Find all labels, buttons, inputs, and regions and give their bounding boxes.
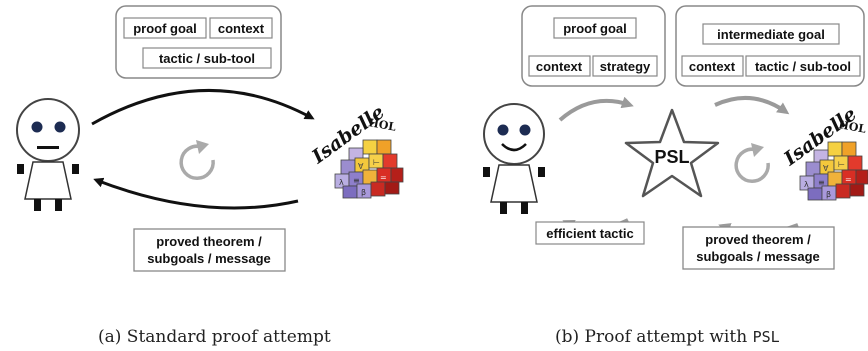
panel-b: proof goal context strategy intermediate… xyxy=(482,5,868,270)
caption-b-code: PSL xyxy=(752,328,780,346)
a-bottom-box xyxy=(133,228,286,272)
b-arrow-psl-to-isabelle xyxy=(714,95,790,115)
a-label-context: context xyxy=(218,21,265,36)
caption-a: (a) Standard proof attempt xyxy=(98,327,331,347)
b-label-context-right: context xyxy=(689,59,736,74)
a-arrow-to-isabelle xyxy=(91,89,315,126)
b-isabelle-logo: Isabelle HOL xyxy=(779,103,868,201)
b-label-strategy: strategy xyxy=(600,59,651,74)
b-bottom-box xyxy=(682,226,835,270)
caption-b-text: (b) Proof attempt with xyxy=(555,327,748,347)
b-psl-label: PSL xyxy=(654,147,689,167)
a-person-icon xyxy=(16,98,80,212)
a-label-proof-goal: proof goal xyxy=(133,21,197,36)
b-logo-sub: HOL xyxy=(837,118,867,136)
a-cycle-icon xyxy=(179,140,215,180)
b-label-proof-goal: proof goal xyxy=(563,21,627,36)
b-label-context-left: context xyxy=(536,59,583,74)
caption-a-text: (a) Standard proof attempt xyxy=(98,327,331,347)
a-label-tactic-subtool: tactic / sub-tool xyxy=(159,51,255,66)
a-label-proved-line2: subgoals / message xyxy=(147,251,271,266)
b-cycle-icon xyxy=(734,143,770,183)
b-label-proved-line2: subgoals / message xyxy=(696,249,820,264)
b-psl-star: PSL xyxy=(624,108,720,198)
caption-b: (b) Proof attempt with PSL xyxy=(555,327,780,347)
a-isabelle-logo: Isabelle HOL xyxy=(307,101,404,199)
b-label-tactic-subtool: tactic / sub-tool xyxy=(755,59,851,74)
b-efficient-tactic-box xyxy=(535,221,645,245)
b-label-proved-line1: proved theorem / xyxy=(705,232,811,247)
a-logo-sub: HOL xyxy=(367,116,397,134)
a-arrow-to-user xyxy=(93,177,299,210)
panel-a: proof goal context tactic / sub-tool Isa… xyxy=(16,5,404,272)
b-arrow-user-to-psl xyxy=(558,96,634,122)
b-label-efficient-tactic: efficient tactic xyxy=(546,226,633,241)
b-person-icon xyxy=(482,103,546,215)
a-label-proved-line1: proved theorem / xyxy=(156,234,262,249)
b-label-intermediate-goal: intermediate goal xyxy=(717,27,825,42)
